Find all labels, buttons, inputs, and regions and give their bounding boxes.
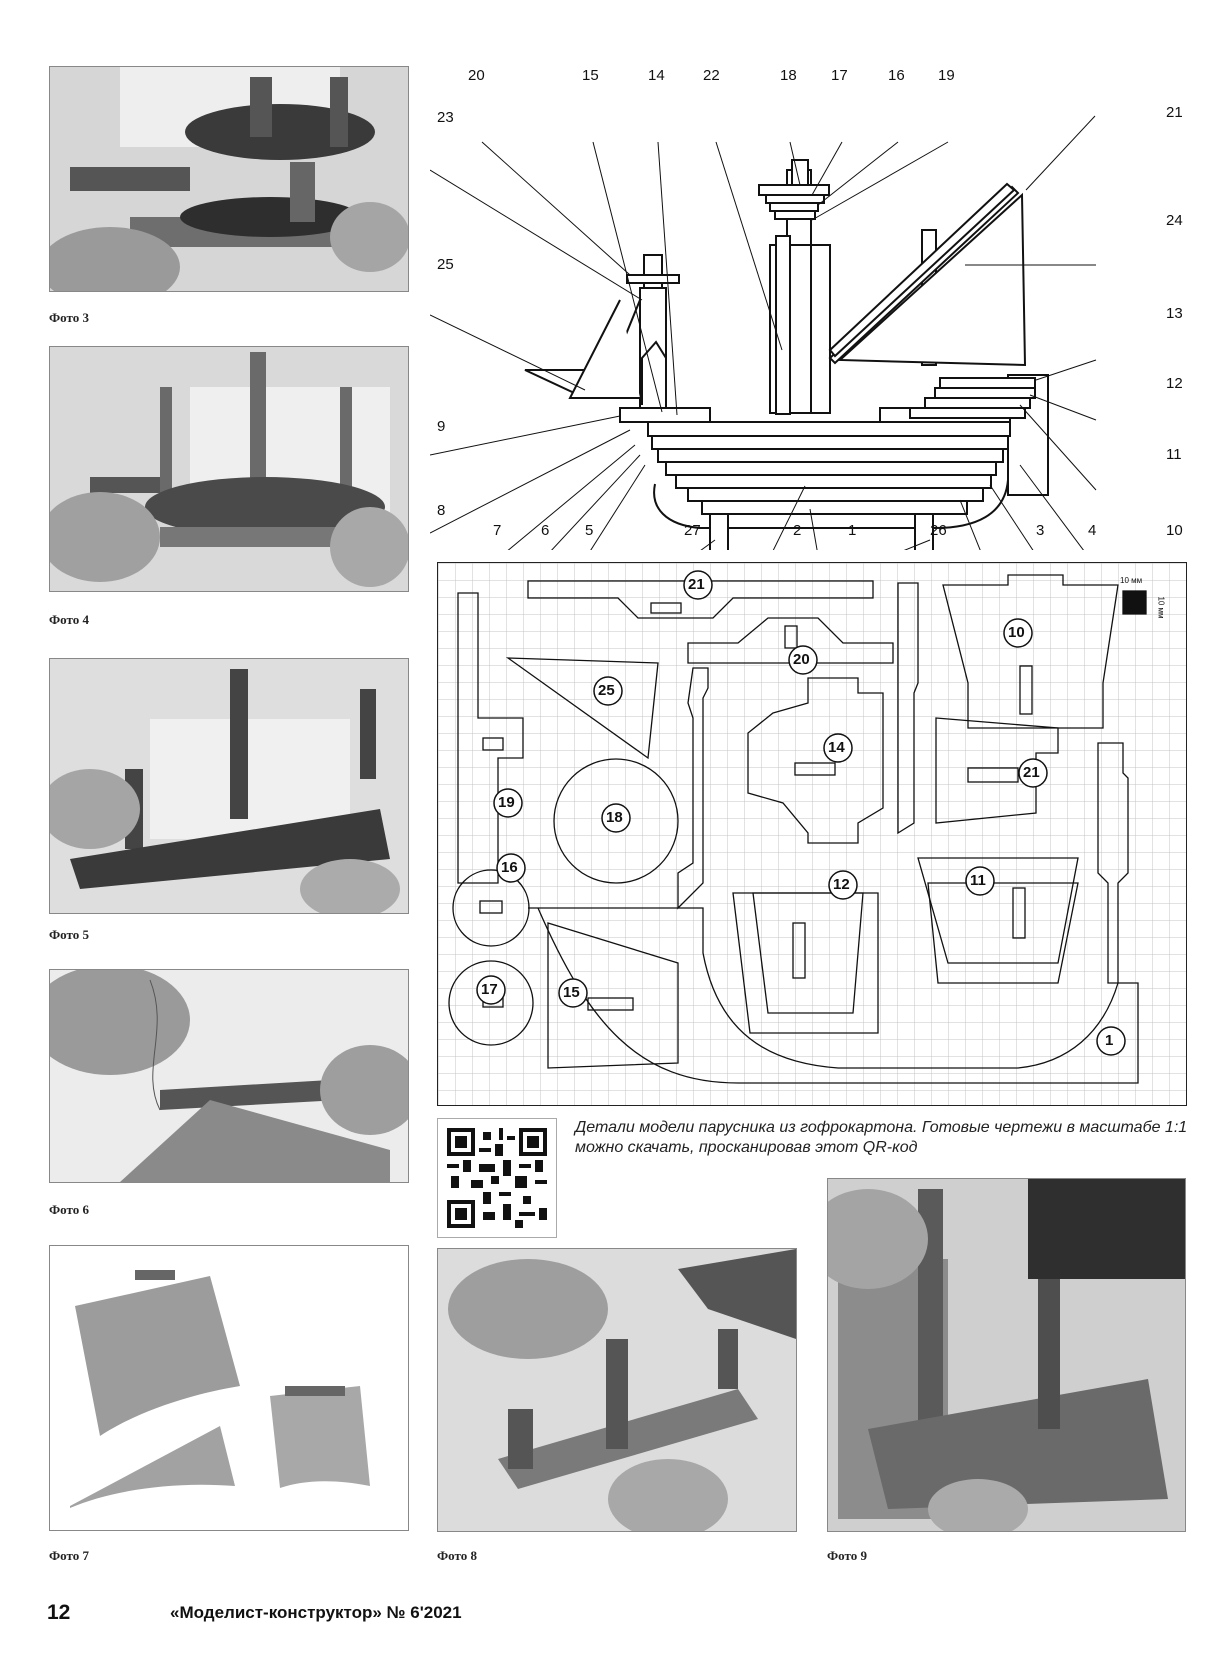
callout-13: 13: [1166, 305, 1183, 322]
callout-27: 27: [684, 522, 701, 539]
callout-1: 1: [848, 522, 857, 539]
ship-side-view-drawing: [429, 60, 1200, 568]
part-label-25: 25: [598, 682, 615, 699]
callout-23: 23: [437, 109, 454, 126]
callout-24: 24: [1166, 212, 1183, 229]
part-label-21-mid: 21: [1023, 764, 1040, 781]
callout-8: 8: [437, 502, 446, 519]
photo-9-caption: Фото 9: [827, 1548, 867, 1563]
callout-26: 26: [930, 522, 947, 539]
callout-6: 6: [541, 522, 550, 539]
photo-9: [827, 1178, 1186, 1532]
callout-7: 7: [493, 522, 502, 539]
callout-10: 10: [1166, 522, 1183, 539]
photo-6: [49, 969, 409, 1183]
callout-25: 25: [437, 256, 454, 273]
callout-19: 19: [938, 67, 955, 84]
photo-4-caption: Фото 4: [49, 612, 89, 627]
callout-4: 4: [1088, 522, 1097, 539]
part-label-17: 17: [481, 981, 498, 998]
photo-7-caption: Фото 7: [49, 1548, 89, 1563]
callout-21: 21: [1166, 104, 1183, 121]
callout-11: 11: [1166, 446, 1182, 463]
page-number: 12: [47, 1601, 71, 1624]
qr-code[interactable]: [437, 1118, 557, 1238]
part-label-20: 20: [793, 651, 810, 668]
scale-label-horizontal: 10 мм: [1120, 576, 1143, 585]
parts-pattern-sheet: [437, 562, 1187, 1106]
photo-4: [49, 346, 409, 592]
scale-label-vertical: 10 мм: [1156, 596, 1166, 619]
callout-16: 16: [888, 67, 905, 84]
photo-8-caption: Фото 8: [437, 1548, 477, 1563]
callout-9: 9: [437, 418, 446, 435]
part-label-16: 16: [501, 859, 518, 876]
photo-5-caption: Фото 5: [49, 927, 89, 942]
callout-17: 17: [831, 67, 848, 84]
magazine-title: «Моделист-конструктор» № 6'2021: [170, 1603, 462, 1622]
callout-3: 3: [1036, 522, 1045, 539]
callout-2: 2: [793, 522, 802, 539]
part-label-1: 1: [1105, 1032, 1114, 1049]
photo-5: [49, 658, 409, 914]
part-label-19: 19: [498, 794, 515, 811]
part-label-12: 12: [833, 876, 850, 893]
part-label-10: 10: [1008, 624, 1025, 641]
part-label-21-strip: 21: [688, 576, 705, 593]
callout-14: 14: [648, 67, 665, 84]
part-label-11: 11: [970, 872, 986, 889]
part-label-15: 15: [563, 984, 580, 1001]
callout-5: 5: [585, 522, 594, 539]
callout-12: 12: [1166, 375, 1183, 392]
photo-3: [49, 66, 409, 292]
part-label-14: 14: [828, 739, 845, 756]
callout-15: 15: [582, 67, 599, 84]
photo-8: [437, 1248, 797, 1532]
drawing-description: Детали модели парусника из гофрокартона.…: [575, 1119, 1188, 1156]
photo-3-caption: Фото 3: [49, 310, 89, 325]
part-label-18: 18: [606, 809, 623, 826]
photo-6-caption: Фото 6: [49, 1202, 89, 1217]
photo-7: [49, 1245, 409, 1531]
callout-20: 20: [468, 67, 485, 84]
callout-18: 18: [780, 67, 797, 84]
callout-22: 22: [703, 67, 720, 84]
